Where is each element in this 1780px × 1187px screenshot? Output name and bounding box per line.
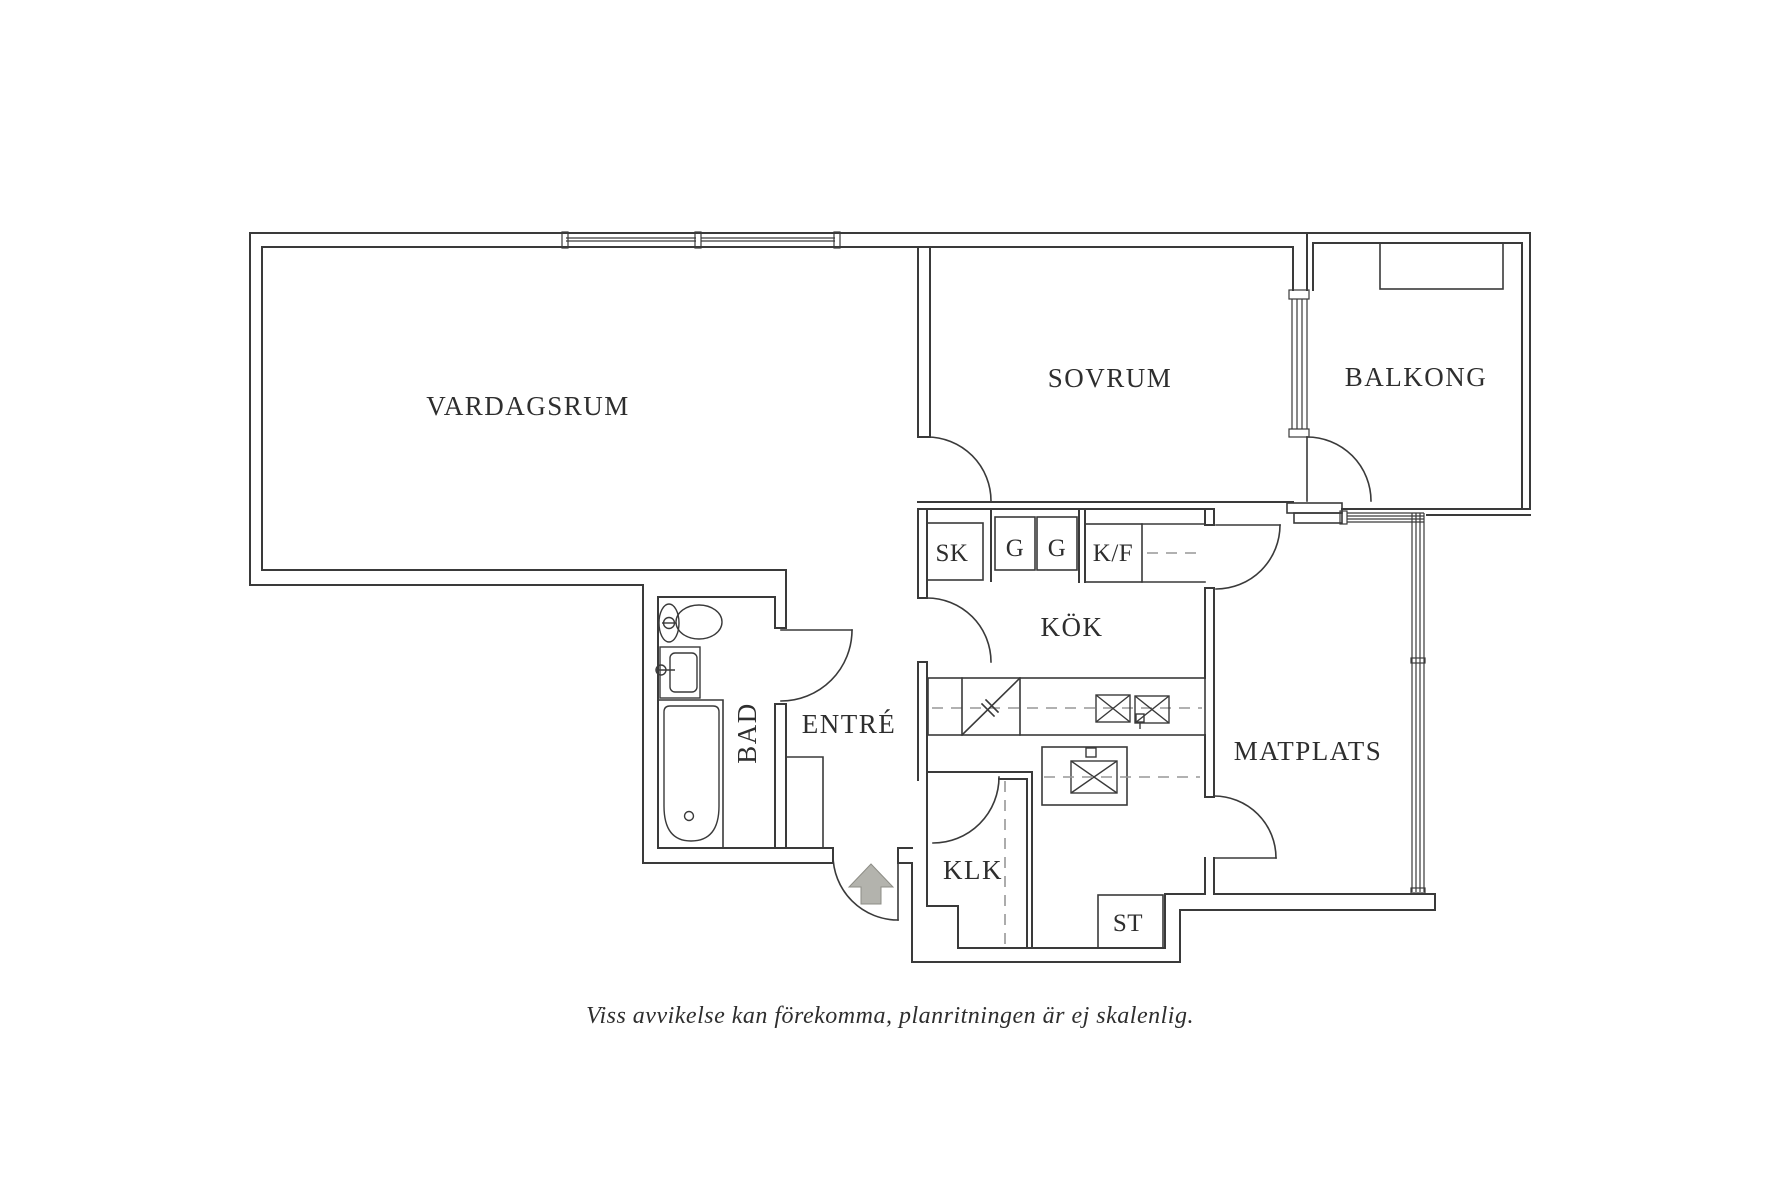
- walls: [249, 232, 1531, 963]
- kitchen-counter: [927, 676, 1206, 737]
- door-hall-matplats: [1213, 795, 1277, 859]
- closet-label-st: ST: [1113, 910, 1143, 937]
- closet-label-kf: K/F: [1093, 540, 1133, 567]
- closet-g1-box: [994, 516, 1036, 571]
- room-label-entre: ENTRÉ: [802, 709, 897, 739]
- door-sovrum-balkong: [1306, 436, 1372, 502]
- bathtub: [657, 699, 724, 849]
- window-top-right: [701, 237, 835, 242]
- room-label-bad: BAD: [732, 702, 762, 764]
- closet-sk-box: [926, 522, 984, 581]
- fridge-freezer-box: [1084, 523, 1143, 583]
- disclaimer-caption: Viss avvikelse kan förekomma, planritnin…: [586, 1003, 1194, 1029]
- counter-extension: [1141, 523, 1206, 583]
- drain-icon: [683, 810, 695, 822]
- stove-island: [1041, 746, 1200, 806]
- balcony-bench: [1379, 242, 1504, 290]
- window-top-left: [566, 237, 696, 242]
- closet-row: [926, 508, 1206, 583]
- closet-label-sk: SK: [936, 540, 969, 567]
- st-closet-box: [1097, 894, 1164, 949]
- bathroom-sink: [655, 646, 701, 699]
- room-label-matplats: MATPLATS: [1234, 736, 1383, 766]
- room-label-kok: KÖK: [1041, 612, 1104, 642]
- door-klk: [932, 776, 1000, 844]
- door-vardagsrum-sovrum: [926, 436, 992, 502]
- closet-label-g-right: G: [1048, 535, 1067, 562]
- window-sovrum-east: [1288, 289, 1310, 438]
- hood-icon: [1085, 747, 1097, 758]
- door-entre-kok: [926, 597, 992, 663]
- entrance-arrow-icon: [847, 863, 895, 905]
- window-frame-caps: [561, 231, 841, 249]
- dishwasher: [960, 676, 1022, 737]
- closet-label-g-left: G: [1006, 535, 1025, 562]
- closet-g2-box: [1036, 516, 1078, 571]
- room-label-balkong: BALKONG: [1345, 362, 1488, 392]
- room-label-sovrum: SOVRUM: [1048, 363, 1173, 393]
- room-label-klk: KLK: [943, 855, 1003, 885]
- glass-wall-matplats: [1339, 510, 1426, 894]
- door-entrance: [832, 854, 899, 921]
- kitchen-sink: [1095, 694, 1170, 729]
- door-bad: [780, 629, 853, 702]
- door-kok-matplats: [1215, 524, 1281, 590]
- toilet: [658, 603, 723, 643]
- room-label-vardagsrum: VARDAGSRUM: [426, 391, 630, 421]
